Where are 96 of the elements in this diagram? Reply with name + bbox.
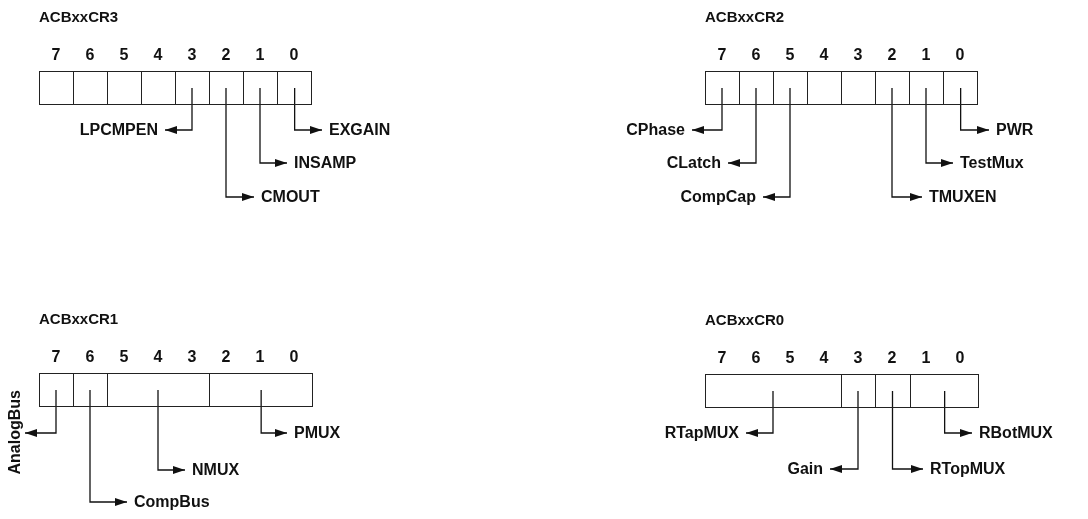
- bit-number: 7: [50, 46, 62, 64]
- bit-number: 2: [886, 46, 898, 64]
- bit-field: [773, 71, 807, 105]
- bit-field: [209, 71, 243, 105]
- field-name: EXGAIN: [322, 121, 398, 139]
- field-name: INSAMP: [287, 154, 364, 172]
- arrow: [164, 87, 193, 134]
- bit-field: [943, 71, 979, 105]
- register-title: ACBxxCR0: [705, 311, 785, 328]
- arrow: [960, 87, 990, 134]
- bit-number: 0: [954, 349, 966, 367]
- bit-number: 5: [784, 46, 796, 64]
- bit-number: 2: [886, 349, 898, 367]
- field-name: CompCap: [673, 188, 763, 206]
- bit-field: [141, 71, 175, 105]
- arrow: [691, 87, 723, 134]
- bit-number: 7: [716, 46, 728, 64]
- arrow: [89, 389, 128, 506]
- bit-number: 0: [288, 46, 300, 64]
- field-name: RTopMUX: [923, 460, 1013, 478]
- field-name: CLatch: [659, 154, 728, 172]
- field-name: CompBus: [127, 493, 217, 511]
- bit-number: 4: [152, 46, 164, 64]
- arrow: [944, 390, 973, 437]
- bit-number: 1: [920, 349, 932, 367]
- bit-number: 7: [50, 348, 62, 366]
- bit-field: [705, 374, 841, 408]
- bit-number: 1: [254, 348, 266, 366]
- bit-field: [875, 374, 910, 408]
- register-title: ACBxxCR1: [39, 310, 119, 327]
- bit-number: 3: [186, 46, 198, 64]
- bit-number: 0: [954, 46, 966, 64]
- arrow: [225, 87, 255, 201]
- arrow: [829, 390, 859, 473]
- field-name: Gain: [780, 460, 830, 478]
- field-name: PWR: [989, 121, 1041, 139]
- bit-field: [209, 373, 314, 407]
- field-name: LPCMPEN: [72, 121, 165, 139]
- bit-field: [875, 71, 909, 105]
- bit-number: 6: [750, 349, 762, 367]
- bit-number: 3: [186, 348, 198, 366]
- field-name: PMUX: [287, 424, 348, 442]
- bit-number: 4: [818, 349, 830, 367]
- field-name: TMUXEN: [922, 188, 1004, 206]
- field-name: CPhase: [619, 121, 692, 139]
- bit-field: [739, 71, 773, 105]
- arrow: [727, 87, 757, 167]
- arrow: [260, 389, 288, 437]
- bit-field: [910, 374, 980, 408]
- bit-field: [807, 71, 841, 105]
- register-title: ACBxxCR3: [39, 8, 119, 25]
- bit-field: [243, 71, 277, 105]
- bit-number: 5: [118, 46, 130, 64]
- bit-number: 2: [220, 348, 232, 366]
- bit-field: [841, 71, 875, 105]
- bit-number: 5: [118, 348, 130, 366]
- arrow: [294, 87, 323, 134]
- bit-number: 6: [750, 46, 762, 64]
- bit-number: 2: [220, 46, 232, 64]
- field-name: AnalogBus: [5, 390, 25, 475]
- register-title: ACBxxCR2: [705, 8, 785, 25]
- bit-field: [909, 71, 943, 105]
- arrow: [925, 87, 954, 167]
- arrow: [745, 390, 774, 437]
- bit-number: 4: [818, 46, 830, 64]
- bit-number: 6: [84, 46, 96, 64]
- arrow: [891, 87, 923, 201]
- bit-number: 1: [254, 46, 266, 64]
- bit-field: [107, 373, 209, 407]
- bit-field: [73, 373, 107, 407]
- arrow: [891, 390, 924, 473]
- bit-field: [39, 71, 73, 105]
- bit-field: [73, 71, 107, 105]
- bit-number: 7: [716, 349, 728, 367]
- bit-number: 1: [920, 46, 932, 64]
- bit-number: 5: [784, 349, 796, 367]
- bit-number: 3: [852, 349, 864, 367]
- bit-field: [39, 373, 73, 407]
- bit-field: [107, 71, 141, 105]
- bit-number: 0: [288, 348, 300, 366]
- field-name: RTapMUX: [657, 424, 746, 442]
- bit-field: [277, 71, 313, 105]
- arrow: [157, 389, 186, 474]
- field-name: TestMux: [953, 154, 1031, 172]
- field-name: RBotMUX: [972, 424, 1060, 442]
- bit-number: 6: [84, 348, 96, 366]
- bit-field: [175, 71, 209, 105]
- arrow: [259, 87, 288, 167]
- arrow: [762, 87, 791, 201]
- bit-number: 3: [852, 46, 864, 64]
- bit-field: [705, 71, 739, 105]
- field-name: CMOUT: [254, 188, 327, 206]
- bit-field: [841, 374, 875, 408]
- field-name: NMUX: [185, 461, 247, 479]
- bit-number: 4: [152, 348, 164, 366]
- arrow: [24, 389, 57, 437]
